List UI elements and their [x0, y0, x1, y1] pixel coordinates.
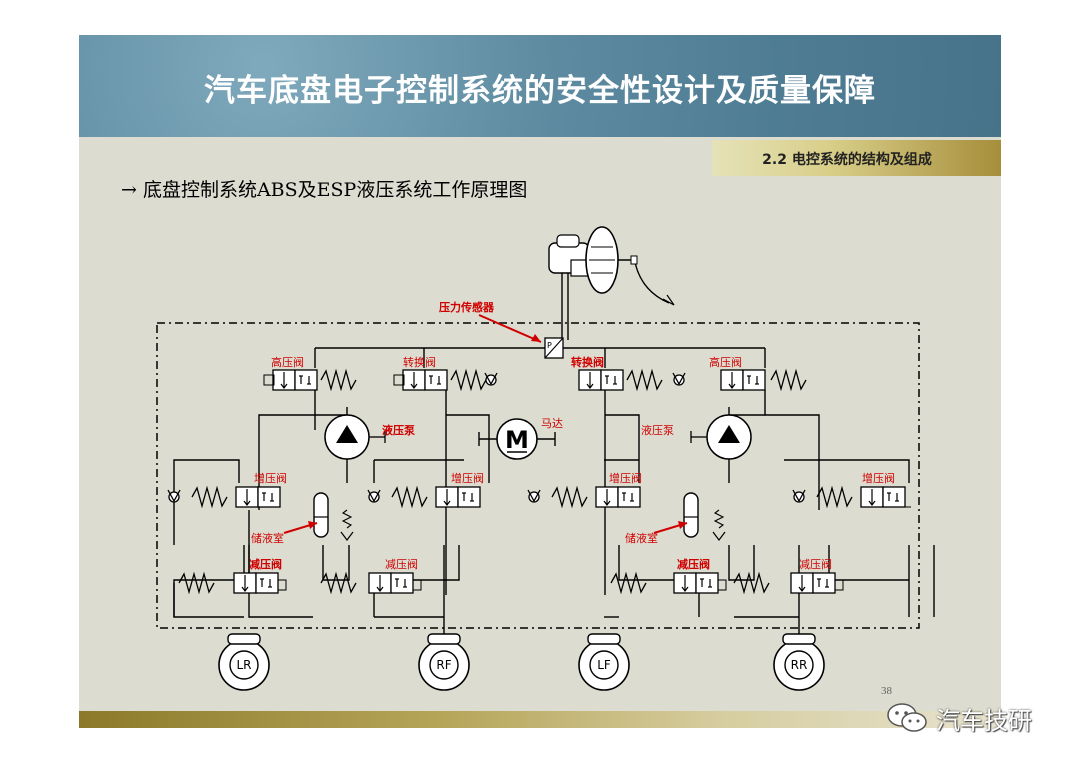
label-reservoir-left: 储液室 [251, 531, 284, 545]
wheel-rr: RR [773, 633, 825, 691]
label-inlet-valve-lr: 增压阀 [254, 471, 287, 485]
wheel-rf-label: RF [436, 658, 451, 672]
label-pressure-sensor: 压力传感器 [439, 300, 495, 314]
label-motor: 马达 [541, 417, 563, 430]
wheel-lr: LR [218, 633, 270, 691]
label-outlet-valve-lr: 减压阀 [249, 557, 282, 571]
outlet-valve-lr [178, 572, 287, 594]
brake-booster [548, 226, 675, 340]
inlet-valve-lf [527, 486, 641, 508]
label-reservoir-right: 储液室 [625, 531, 658, 545]
slide-subtitle: → 底盘控制系统ABS及ESP液压系统工作原理图 [121, 179, 528, 201]
label-switch-valve-right: 转换阀 [571, 355, 604, 369]
slide-title: 汽车底盘电子控制系统的安全性设计及质量保障 [204, 73, 876, 109]
inlet-valve-lr [167, 486, 281, 508]
page-number: 38 [881, 685, 892, 697]
svg-text:P: P [547, 341, 552, 350]
label-outlet-valve-lf: 减压阀 [677, 557, 710, 571]
switch-valve-left [393, 369, 498, 391]
hcu-boundary [156, 322, 920, 629]
label-inlet-valve-rr: 增压阀 [862, 471, 895, 485]
pressure-sensor: P [478, 314, 564, 359]
label-high-pressure-valve-left: 高压阀 [271, 355, 304, 369]
label-pump-right: 液压泵 [641, 423, 674, 437]
title-bar: 汽车底盘电子控制系统的安全性设计及质量保障 [79, 35, 1001, 137]
section-tab: 2.2 电控系统的结构及组成 [712, 140, 1001, 176]
slide: 汽车底盘电子控制系统的安全性设计及质量保障 2.2 电控系统的结构及组成 → 底… [79, 35, 1001, 728]
inlet-valve-rr [792, 486, 911, 508]
wheel-rr-label: RR [791, 658, 808, 672]
high-pressure-valve-left [263, 369, 357, 391]
outlet-valve-lf [610, 572, 727, 594]
motor-symbol: M [505, 426, 529, 454]
label-outlet-valve-rf: 减压阀 [385, 557, 418, 571]
label-outlet-valve-rr: 减压阀 [799, 557, 832, 571]
label-inlet-valve-rf: 增压阀 [451, 471, 484, 485]
label-pump-left: 液压泵 [382, 423, 415, 437]
wheel-lr-label: LR [236, 658, 251, 672]
hydraulic-diagram: P [156, 226, 935, 691]
outlet-valve-rf [320, 572, 422, 594]
wheel-lf-label: LF [597, 658, 611, 672]
label-inlet-valve-lf: 增压阀 [609, 471, 642, 485]
hydraulic-lines [173, 347, 935, 665]
bottom-bar [79, 711, 1001, 728]
reservoir-left [283, 492, 354, 541]
label-high-pressure-valve-right: 高压阀 [709, 355, 742, 369]
inlet-valve-rf [367, 486, 481, 508]
section-label: 2.2 电控系统的结构及组成 [762, 152, 932, 168]
outlet-valve-rr [733, 572, 844, 594]
reservoir-right [653, 492, 726, 541]
wheel-lf: LF [578, 633, 630, 691]
switch-valve-right [578, 369, 686, 391]
hydraulic-pump-right [690, 414, 752, 460]
wheel-rf: RF [418, 633, 470, 691]
motor: M [478, 418, 556, 460]
hydraulic-pump-left [324, 414, 386, 460]
high-pressure-valve-right [720, 369, 807, 391]
watermark-text: 汽车技研 [936, 707, 1032, 735]
label-switch-valve-left: 转换阀 [403, 355, 436, 369]
wechat-icon [887, 703, 927, 732]
